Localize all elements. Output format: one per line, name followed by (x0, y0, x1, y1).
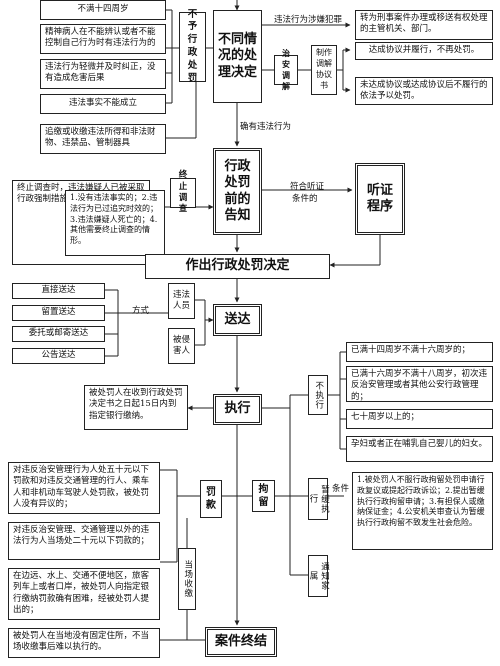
suspend-execution-label: 暂缓执行 (308, 478, 329, 520)
detention-label: 拘留 (252, 480, 275, 512)
criminal-transfer-box: 转为刑事案件办理或移送有权处理的主管机关、部门。 (355, 10, 493, 40)
hearing-condition-note-1: 符合听证 (290, 182, 325, 192)
not-execute-case-1: 已满十四周岁不满十六周岁的； (346, 342, 493, 362)
not-execute-case-2: 已满十六周岁不满十八周岁，初次违反治安管理或者其他公安行政管理的； (346, 366, 493, 402)
pre-penalty-notice-box: 行政处罚前的告知 (213, 148, 262, 235)
suspend-conditions-box: 1.被处罚人不服行政拘留处罚申请行政复议或提起行政诉讼；2.提出暂缓执行行政拘留… (352, 472, 493, 550)
suspend-investigation-label: 终止调查 (170, 170, 196, 214)
confirmed-violation-note: 确有违法行为 (240, 122, 292, 132)
fine-case-1: 对违反治安管理行为人处五十元以下罚款和对违反交通管理的行人、乘车人和非机动车驾驶… (8, 462, 160, 514)
mediation-label: 治安调解 (274, 48, 298, 91)
fine-label: 罚款 (200, 480, 222, 518)
fine-case-4: 被处罚人在当地没有固定住所，不当场收缴事后难以执行的。 (8, 628, 160, 658)
no-penalty-case-3: 违法行为轻微并及时纠正，没有造成危害后果 (40, 59, 166, 89)
case-closed-box: 案件终结 (205, 627, 277, 657)
bank-payment-box: 被处罚人在收到行政处罚决定书之日起15日内到指定银行缴纳。 (84, 385, 188, 430)
confiscation-box: 追缴或收缴违法所得和非法财物、违禁品、管制器具 (40, 124, 166, 154)
hearing-procedure-box: 听证程序 (355, 163, 405, 235)
hearing-condition-note-2: 条件的 (292, 194, 318, 204)
crime-note: 违法行为涉嫌犯罪 (274, 15, 343, 25)
notify-family-label: 通知家属 (308, 555, 329, 597)
method-label: 方式 (132, 306, 150, 316)
fine-case-3: 在边远、水上、交通不便地区，旅客列车上或者口岸，被处罚人向指定银行缴纳罚款确有困… (8, 568, 160, 620)
delivery-method-direct: 直接送达 (12, 283, 105, 299)
mediation-agreement-doc: 制作调解协议书 (311, 45, 337, 95)
not-execute-case-3: 七十周岁以上的； (346, 409, 493, 429)
conditions-label: 条件 (332, 484, 350, 494)
no-penalty-case-1: 不满十四周岁 (40, 0, 166, 20)
delivery-box: 送达 (213, 304, 262, 336)
onsite-collection-label: 当场收缴 (178, 548, 196, 610)
agreement-failed-box: 未达成协议或达成协议后不履行的依法予以处罚。 (355, 77, 493, 105)
decision-box: 不同情况的处理决定 (213, 10, 262, 103)
no-penalty-case-2: 精神病人在不能辨认或者不能控制自己行为时有违法行为的 (40, 24, 166, 54)
delivery-method-public: 公告送达 (12, 348, 105, 364)
penalty-decision-bar: 作出行政处罚决定 (145, 254, 330, 279)
suspend-conditions-box: 1.没有违法事实的；2.违法行为已过追究时效的；3.违法嫌疑人死亡的；4.其他需… (65, 190, 165, 256)
delivery-method-lien: 留置送达 (12, 305, 105, 321)
fine-case-2: 对违反治安管理、交通管理以外的违法行为人当场处二十元以下罚款的； (8, 522, 160, 560)
delivery-method-mail: 委托或邮寄送达 (12, 326, 105, 342)
recipient-offender: 违法人员 (168, 283, 195, 319)
no-penalty-label: 不予行政处罚 (179, 9, 206, 84)
recipient-victim: 被侵害人 (168, 328, 195, 364)
execution-box: 执行 (213, 394, 262, 425)
not-execute-label: 不执行 (308, 375, 328, 415)
no-penalty-case-4: 违法事实不能成立 (40, 94, 166, 114)
agreement-reached-box: 达成协议并履行，不再处罚。 (355, 42, 493, 60)
not-execute-case-4: 孕妇或者正在哺乳自己婴儿的妇女。 (346, 436, 493, 462)
